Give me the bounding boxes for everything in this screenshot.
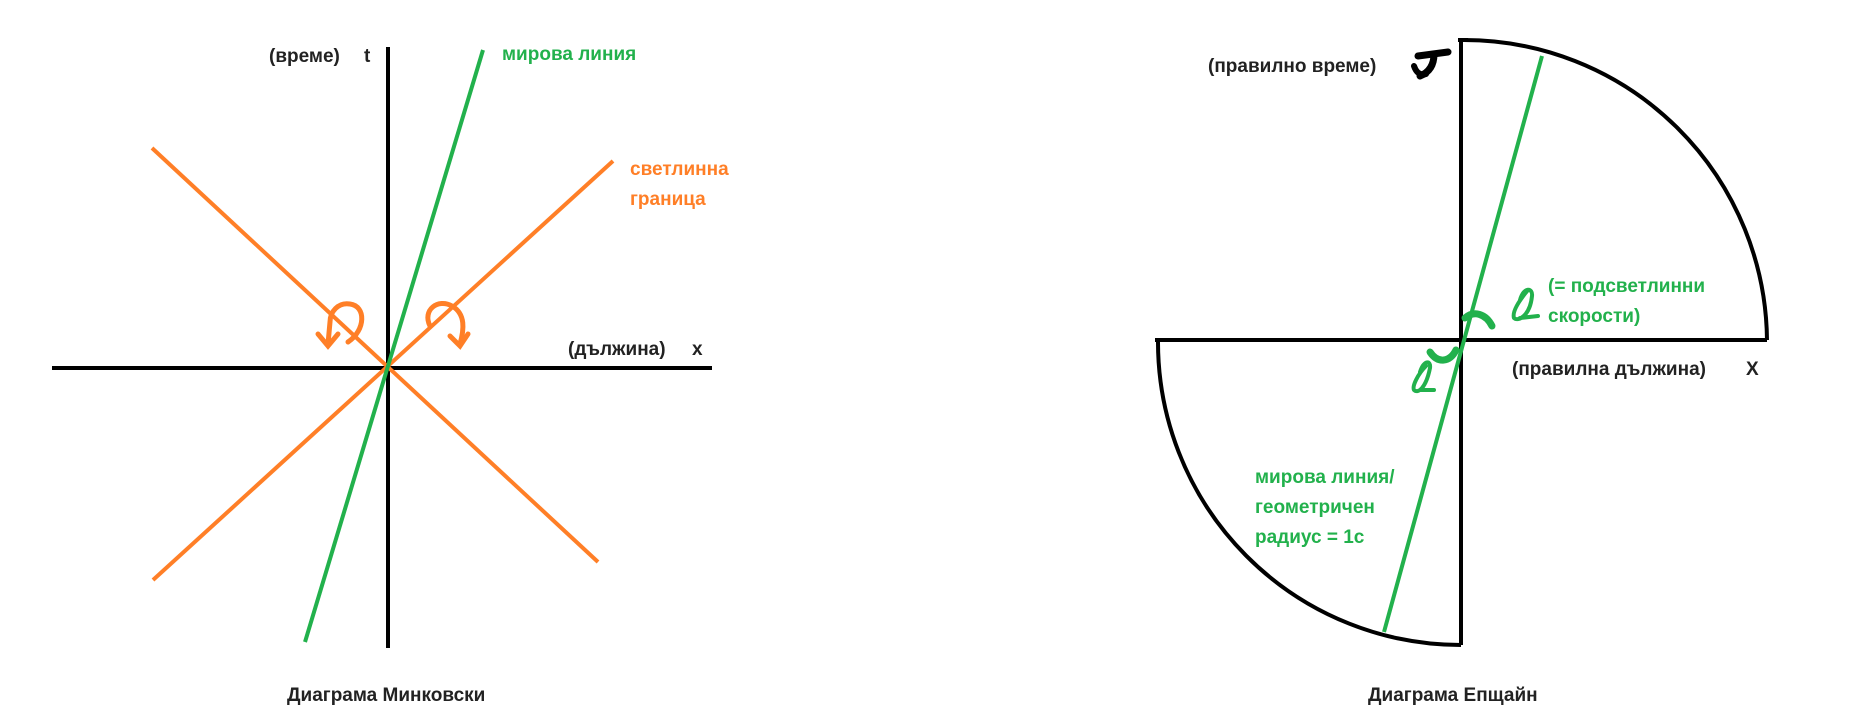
epstein-lower-alpha-icon [1411, 360, 1436, 394]
minkowski-space-axis-symbol: x [692, 339, 703, 360]
epstein-caption: Диаграма Епщайн [1368, 685, 1538, 706]
epstein-angle-note-line2: скорости) [1548, 306, 1640, 327]
epstein-upper-arc [1463, 38, 1769, 341]
minkowski-time-axis-label: (време) [269, 46, 340, 67]
epstein-world-line-label-line3: радиус = 1c [1255, 527, 1365, 548]
minkowski-left-curl-arrow-icon [325, 301, 365, 347]
epstein-world-line-label-line1: мирова линия/ [1255, 467, 1395, 488]
minkowski-time-axis-symbol: t [364, 46, 371, 67]
epstein-lower-arc [1155, 339, 1462, 647]
minkowski-caption: Диаграма Минковски [287, 685, 485, 706]
epstein-diagram: (правилно време) (= подсветлинни скорост… [1155, 38, 1769, 706]
epstein-upper-alpha-icon [1511, 287, 1540, 322]
minkowski-light-line-1 [150, 146, 600, 564]
epstein-tau-icon [1411, 48, 1452, 80]
minkowski-world-line-label: мирова линия [502, 44, 636, 65]
epstein-angle-note-line1: (= подсветлинни [1548, 276, 1705, 297]
epstein-space-axis-label: (правилна дължина) [1512, 359, 1706, 380]
minkowski-right-arrowhead-icon [447, 331, 471, 350]
epstein-lower-angle-arc [1426, 346, 1460, 364]
minkowski-diagram: (време) t мирова линия светлинна граница… [52, 44, 729, 706]
minkowski-light-boundary-label-line2: граница [630, 189, 706, 210]
minkowski-light-line-2 [151, 159, 615, 582]
minkowski-light-boundary-label-line1: светлинна [630, 159, 729, 180]
epstein-world-line-label-line2: геометричен [1255, 497, 1375, 518]
epstein-space-axis-symbol: X [1746, 359, 1759, 380]
epstein-world-line [1382, 55, 1544, 633]
epstein-time-axis-label: (правилно време) [1208, 56, 1376, 77]
minkowski-space-axis-label: (дължина) [568, 339, 666, 360]
epstein-upper-angle-arc [1461, 310, 1496, 330]
minkowski-left-arrowhead-icon [315, 331, 341, 350]
minkowski-right-curl-arrow-icon [425, 301, 466, 347]
minkowski-world-line [303, 49, 485, 643]
